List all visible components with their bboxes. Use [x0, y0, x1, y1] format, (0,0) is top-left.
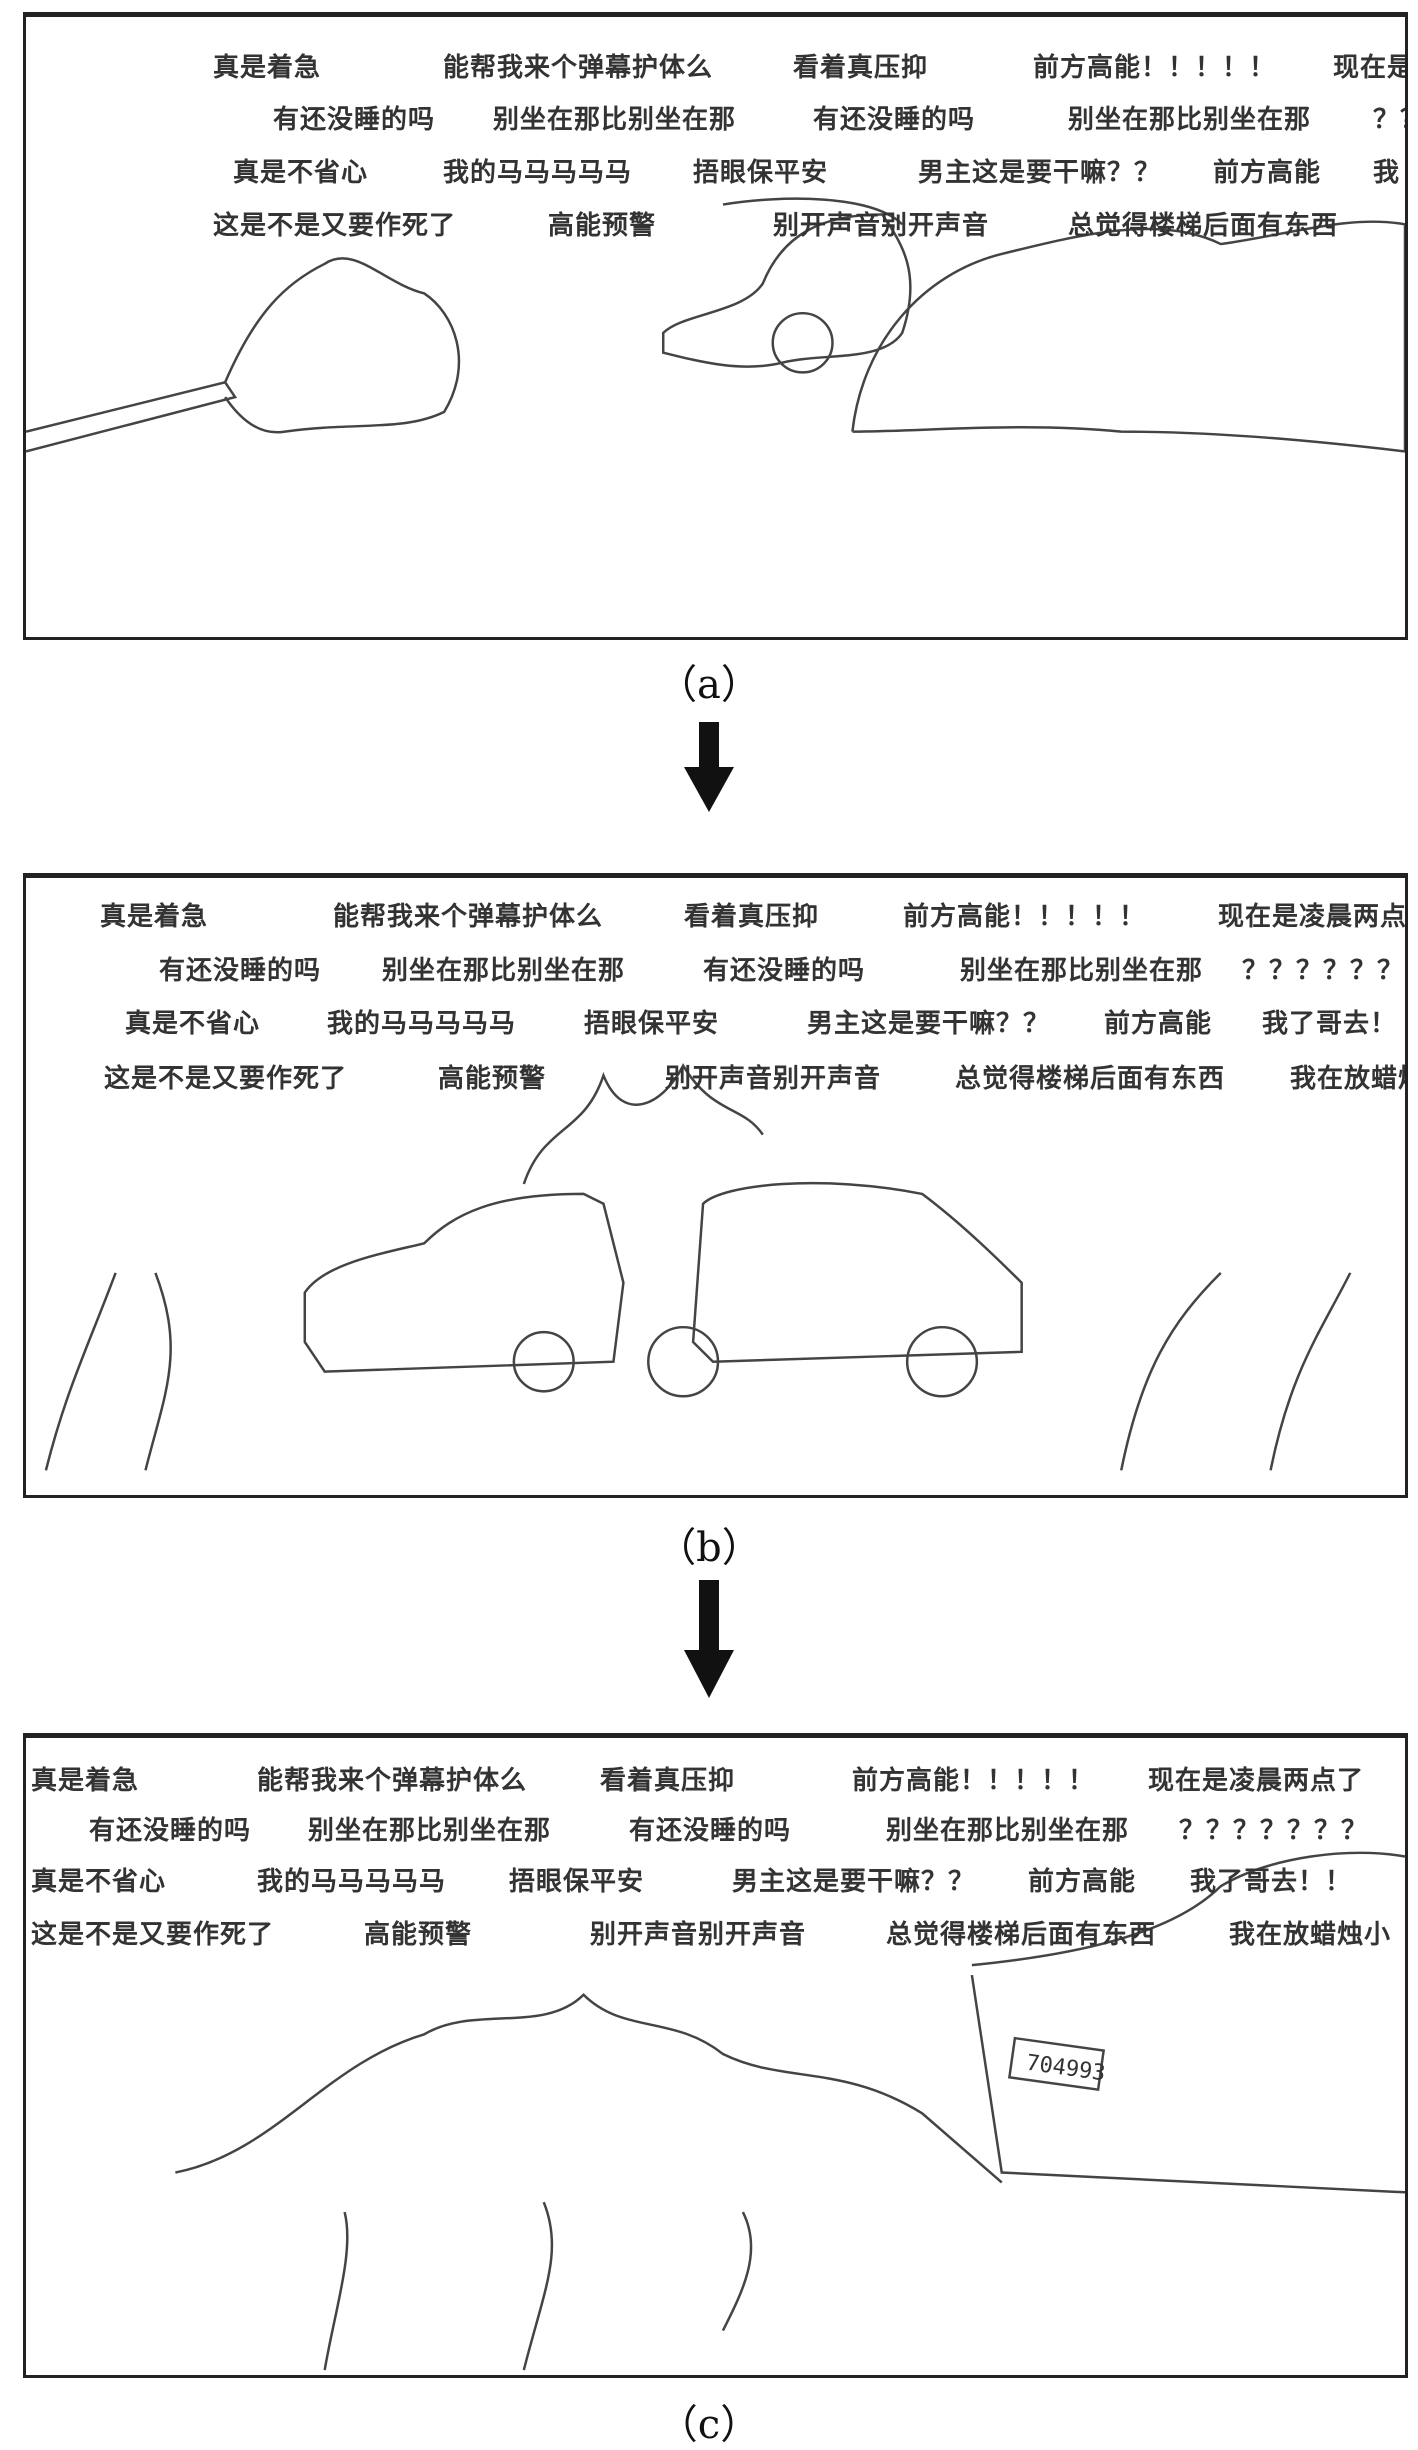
danmaku-comment: 能帮我来个弹幕护体么 [333, 902, 604, 932]
down-arrow-icon [684, 1580, 734, 1698]
danmaku-comment: 有还没睡的吗 [273, 105, 436, 135]
danmaku-comment: 真是着急 [100, 902, 209, 932]
danmaku-comment: 前方高能！！！！！ [903, 902, 1147, 932]
danmaku-comment: 看着真压抑 [600, 1766, 736, 1796]
danmaku-comment: 能帮我来个弹幕护体么 [257, 1766, 528, 1796]
danmaku-comment: 前方高能 [1104, 1009, 1213, 1039]
danmaku-comment: 有还没睡的吗 [629, 1816, 792, 1846]
danmaku-comment: 前方高能 [1028, 1867, 1137, 1897]
danmaku-comment: 别坐在那比别坐在那 [493, 105, 737, 135]
caption-b: （b） [656, 1525, 762, 1571]
danmaku-comment: 这是不是又要作死了 [31, 1920, 275, 1950]
danmaku-comment: 别开声音别开声音 [590, 1920, 807, 1950]
danmaku-comment: 真是不省心 [31, 1867, 167, 1897]
danmaku-comment: 看着真压抑 [793, 53, 929, 83]
danmaku-comment: 我 [1373, 158, 1401, 188]
danmaku-comment: 总觉得楼梯后面有东西 [955, 1064, 1226, 1094]
danmaku-comment: 别开声音别开声音 [773, 211, 990, 241]
danmaku-comment: 男主这是要干嘛？？ [807, 1009, 1051, 1039]
down-arrow-icon [684, 722, 734, 812]
danmaku-comment: 别坐在那比别坐在那 [308, 1816, 552, 1846]
danmaku-comment: ？？？？？？ [1242, 956, 1405, 986]
danmaku-comment: 别坐在那比别坐在那 [886, 1816, 1130, 1846]
danmaku-comment: 前方高能 [1213, 158, 1322, 188]
danmaku-comment: 这是不是又要作死了 [104, 1064, 348, 1094]
danmaku-comment: ？？？？？？？ [1179, 1816, 1369, 1846]
danmaku-comment: 现在是 [1333, 53, 1408, 83]
danmaku-comment: 捂眼保平安 [509, 1867, 645, 1897]
danmaku-comment: 捂眼保平安 [693, 158, 829, 188]
danmaku-comment: 前方高能！！！！！ [1033, 53, 1277, 83]
danmaku-comment: 这是不是又要作死了 [213, 211, 457, 241]
danmaku-comment: 现在是凌晨两点了 [1148, 1766, 1365, 1796]
danmaku-comment: 能帮我来个弹幕护体么 [443, 53, 714, 83]
danmaku-comment: 真是着急 [213, 53, 322, 83]
danmaku-comment: 别坐在那比别坐在那 [1068, 105, 1312, 135]
danmaku-comment: 我了哥去！ [1262, 1009, 1398, 1039]
danmaku-comment: 别坐在那比别坐在那 [960, 956, 1204, 986]
danmaku-comment: 总觉得楼梯后面有东西 [886, 1920, 1157, 1950]
danmaku-comment: 看着真压抑 [684, 902, 820, 932]
danmaku-comment: 别坐在那比别坐在那 [382, 956, 626, 986]
danmaku-comment: 高能预警 [364, 1920, 473, 1950]
danmaku-comment: 有还没睡的吗 [89, 1816, 252, 1846]
sketch-flames-car-rear [175, 1851, 1405, 2371]
danmaku-comment: 男主这是要干嘛？？ [732, 1867, 976, 1897]
danmaku-comment: 高能预警 [548, 211, 657, 241]
danmaku-comment: 真是不省心 [233, 158, 369, 188]
sketch-car-smoke [26, 197, 1405, 453]
danmaku-comment: 我在放蜡烛小 [1290, 1064, 1405, 1094]
danmaku-comment: 我的马马马马马 [327, 1009, 517, 1039]
danmaku-comment: 我的马马马马马 [257, 1867, 447, 1897]
danmaku-comment: 前方高能！！！！！ [852, 1766, 1096, 1796]
danmaku-comment: 总觉得楼梯后面有东西 [1068, 211, 1339, 241]
panel-c-video-frame: 704993 真是着急能帮我来个弹幕护体么看着真压抑前方高能！！！！！现在是凌晨… [23, 1733, 1408, 2378]
panel-b-video-frame: 真是着急 能帮我来个弹幕护体么 看着真压抑 前方高能！！！！！ 现在是凌晨两点有还没睡的… [23, 873, 1408, 1498]
danmaku-comment: 我了哥去！！ [1190, 1867, 1353, 1897]
danmaku-comment: ？？ [1373, 105, 1405, 135]
panel-a-video-frame: 真是着急 能帮我来个弹幕护体么 看着真压抑 前方高能！！！！！ 现在是有还没睡的吗 别坐在… [23, 12, 1408, 640]
caption-c: （c） [657, 2402, 761, 2448]
danmaku-comment: 现在是凌晨两点 [1218, 902, 1408, 932]
danmaku-comment: 有还没睡的吗 [703, 956, 866, 986]
danmaku-comment: 别开声音别开声音 [665, 1064, 882, 1094]
danmaku-comment: 有还没睡的吗 [813, 105, 976, 135]
danmaku-comment: 高能预警 [438, 1064, 547, 1094]
danmaku-comment: 我的马马马马马 [443, 158, 633, 188]
danmaku-comment: 捂眼保平安 [584, 1009, 720, 1039]
sketch-cars-flames [44, 1063, 1352, 1471]
danmaku-comment: 有还没睡的吗 [159, 956, 322, 986]
danmaku-comment: 男主这是要干嘛？？ [918, 158, 1162, 188]
danmaku-comment: 我在放蜡烛小 [1229, 1920, 1392, 1950]
caption-a: （a） [657, 662, 761, 708]
danmaku-comment: 真是不省心 [125, 1009, 261, 1039]
danmaku-comment: 真是着急 [31, 1766, 140, 1796]
